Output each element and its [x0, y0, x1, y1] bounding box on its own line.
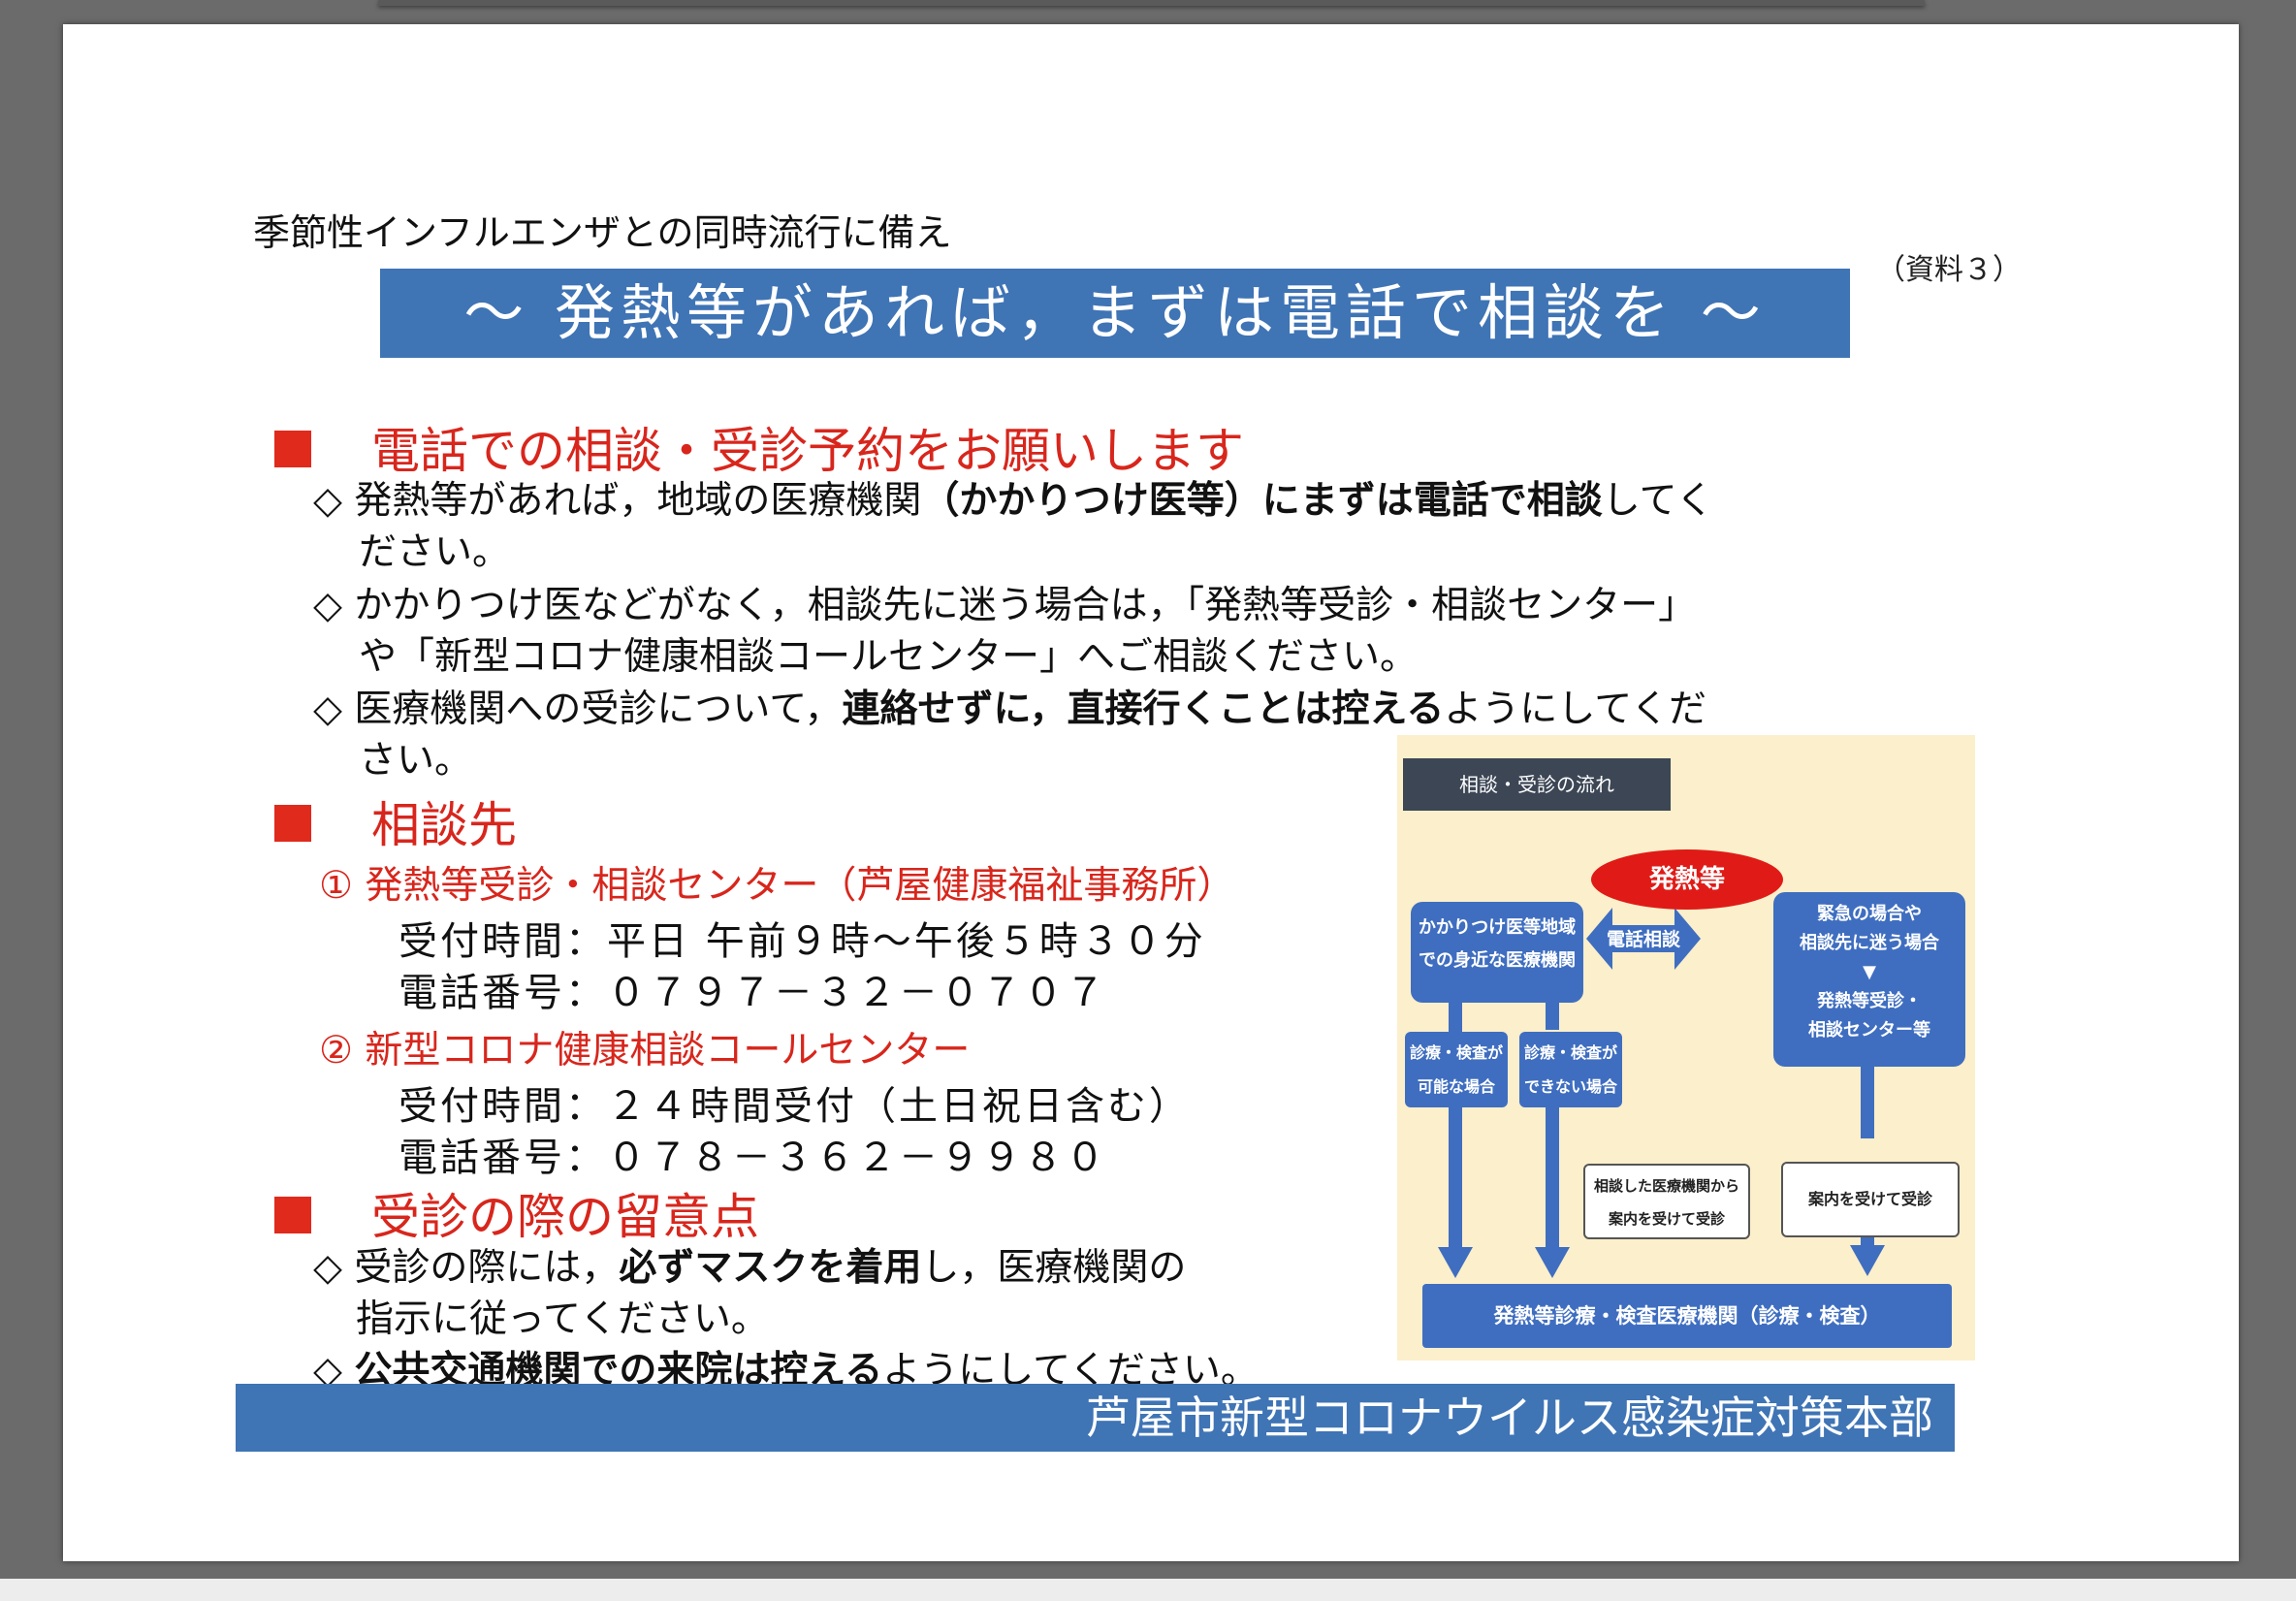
cannot-examine-box: 診療・検査が できない場合 — [1519, 1032, 1622, 1107]
arrow-head — [1438, 1247, 1473, 1278]
section-heading-visit-notes: 受診の際の留意点 — [274, 1178, 759, 1248]
contact-2-hours: 受付時間：２４時間受付（土日祝日含む） — [399, 1084, 1191, 1129]
arrow-head — [1535, 1247, 1570, 1278]
viewer-bottom-strip — [0, 1579, 2296, 1601]
guided-visit-box: 案内を受けて受診 — [1781, 1162, 1960, 1237]
down-triangle-icon: ▼ — [1863, 962, 1876, 982]
arrow-shaft — [1449, 987, 1462, 1249]
footer-banner: 芦屋市新型コロナウイルス感染症対策本部 — [236, 1384, 1955, 1452]
notes-bullet-1-line-1: ◇ 受診の際には，必ずマスクを着用し，医療機関の — [313, 1246, 1187, 1290]
can-examine-box: 診療・検査が 可能な場合 — [1405, 1032, 1508, 1107]
red-square-bullet-icon — [274, 1196, 311, 1233]
contact-1-title: ① 発熱等受診・相談センター（芦屋健康福祉事務所） — [319, 864, 1235, 908]
document-subtitle: 季節性インフルエンザとの同時流行に備え — [253, 211, 952, 254]
red-square-bullet-icon — [274, 804, 311, 842]
contact-2-title: ② 新型コロナ健康相談コールセンター — [319, 1029, 971, 1073]
bullet-3-line-1: ◇ 医療機関への受診について，連絡せずに，直接行くことは控えるようにしてくだ — [313, 688, 1707, 731]
bullet-1-line-1: ◇ 発熱等があれば，地域の医療機関（かかりつけ医等）にまずは電話で相談してく — [313, 479, 1714, 523]
phone-consult-label: 電話相談 — [1607, 929, 1681, 950]
bullet-2-line-1: ◇ かかりつけ医などがなく，相談先に迷う場合は，「発熱等受診・相談センター」 — [313, 584, 1697, 627]
arrow-shaft — [1546, 1104, 1559, 1249]
double-arrow-shape — [1586, 908, 1701, 970]
emergency-center-box: 緊急の場合や 相談先に迷う場合 ▼ 発熱等受診・ 相談センター等 — [1773, 892, 1965, 1067]
referred-visit-box: 相談した医療機関から 案内を受けて受診 — [1583, 1164, 1750, 1239]
arrow-head — [1850, 1245, 1885, 1276]
contact-1-phone: 電話番号：０７９７－３２－０７０７ — [399, 971, 1107, 1015]
notes-bullet-1-line-2: 指示に従ってください。 — [356, 1297, 769, 1341]
flow-header: 相談・受診の流れ — [1403, 758, 1671, 811]
section-heading-phone-consult: 電話での相談・受診予約をお願いします — [274, 412, 1244, 482]
red-square-bullet-icon — [274, 430, 311, 467]
arrow-shaft — [1861, 1061, 1874, 1138]
bullet-3-line-2: さい。 — [359, 739, 473, 783]
viewer-top-edge — [378, 0, 1925, 6]
document-reference-label: （資料３） — [1876, 253, 2022, 287]
contact-2-phone: 電話番号：０７８－３６２－９９８０ — [399, 1136, 1107, 1180]
family-doctor-box: かかりつけ医等地域 での身近な医療機関 — [1411, 902, 1583, 1003]
fever-ellipse: 発熱等 — [1591, 849, 1783, 910]
bullet-1-line-2: ださい。 — [359, 530, 511, 574]
bullet-2-line-2: や「新型コロナ健康相談コールセンター」へご相談ください。 — [359, 635, 1419, 679]
title-banner: ～ 発熱等があれば，まずは電話で相談を ～ — [380, 269, 1850, 358]
document-page: 季節性インフルエンザとの同時流行に備え （資料３） ～ 発熱等があれば，まずは電… — [63, 24, 2239, 1561]
section-heading-contacts: 相談先 — [274, 786, 517, 856]
designated-clinic-box: 発熱等診療・検査医療機関（診療・検査） — [1422, 1284, 1952, 1348]
contact-1-hours: 受付時間：平日 午前９時～午後５時３０分 — [399, 919, 1206, 964]
consultation-flow-diagram: 相談・受診の流れ 発熱等 かかりつけ医等地域 での身近な医療機関 電話相談 緊急… — [1397, 735, 1975, 1361]
